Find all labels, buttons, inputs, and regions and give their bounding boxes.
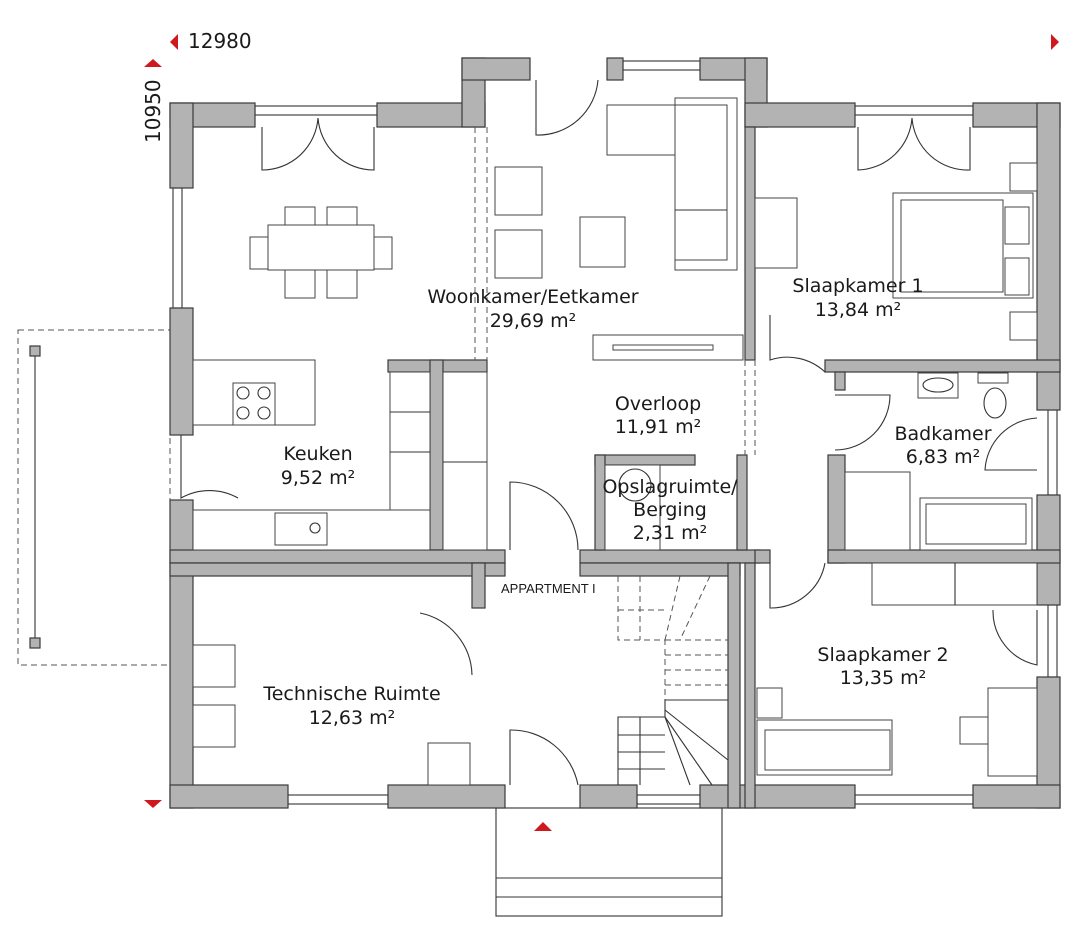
room-area-opslagruimte: 2,31 m² [633, 522, 707, 544]
furniture [192, 97, 1038, 786]
arrow-left-marker [170, 34, 178, 50]
arrow-up-marker [144, 59, 162, 67]
room-name-keuken: Keuken [283, 443, 352, 465]
room-name-technische-ruimte: Technische Ruimte [262, 683, 440, 705]
room-area-technische-ruimte: 12,63 m² [309, 707, 396, 729]
arrow-down-marker [144, 800, 162, 808]
room-name-badkamer: Badkamer [894, 423, 991, 445]
width-dimension: 12980 [188, 29, 252, 53]
room-area-woonkamer: 29,69 m² [490, 310, 577, 332]
terrace-outline [17, 329, 171, 666]
unit-label: APPARTMENT I [501, 581, 596, 596]
depth-dimension: 10950 [141, 79, 165, 143]
room-area-slaapkamer-2: 13,35 m² [840, 667, 927, 689]
staircase [617, 575, 729, 786]
entrance-marker [534, 822, 552, 831]
room-name-overloop: Overloop [615, 393, 701, 415]
entrance-steps [495, 807, 723, 917]
room-area-overloop: 11,91 m² [615, 416, 702, 438]
room-name-slaapkamer-1: Slaapkamer 1 [792, 275, 923, 297]
room-area-badkamer: 6,83 m² [906, 446, 980, 468]
doors [180, 79, 1038, 786]
room-name-slaapkamer-2: Slaapkamer 2 [817, 644, 948, 666]
dimension-markers [144, 34, 1059, 831]
room-name-berging: Berging [633, 499, 707, 521]
room-labels: Woonkamer/Eetkamer 29,69 m² Slaapkamer 1… [262, 275, 991, 729]
room-name-opslagruimte: Opslagruimte/ [602, 476, 738, 498]
room-name-woonkamer: Woonkamer/Eetkamer [427, 286, 638, 308]
room-area-slaapkamer-1: 13,84 m² [815, 299, 902, 321]
arrow-right-marker [1051, 34, 1059, 50]
room-area-keuken: 9,52 m² [281, 467, 355, 489]
